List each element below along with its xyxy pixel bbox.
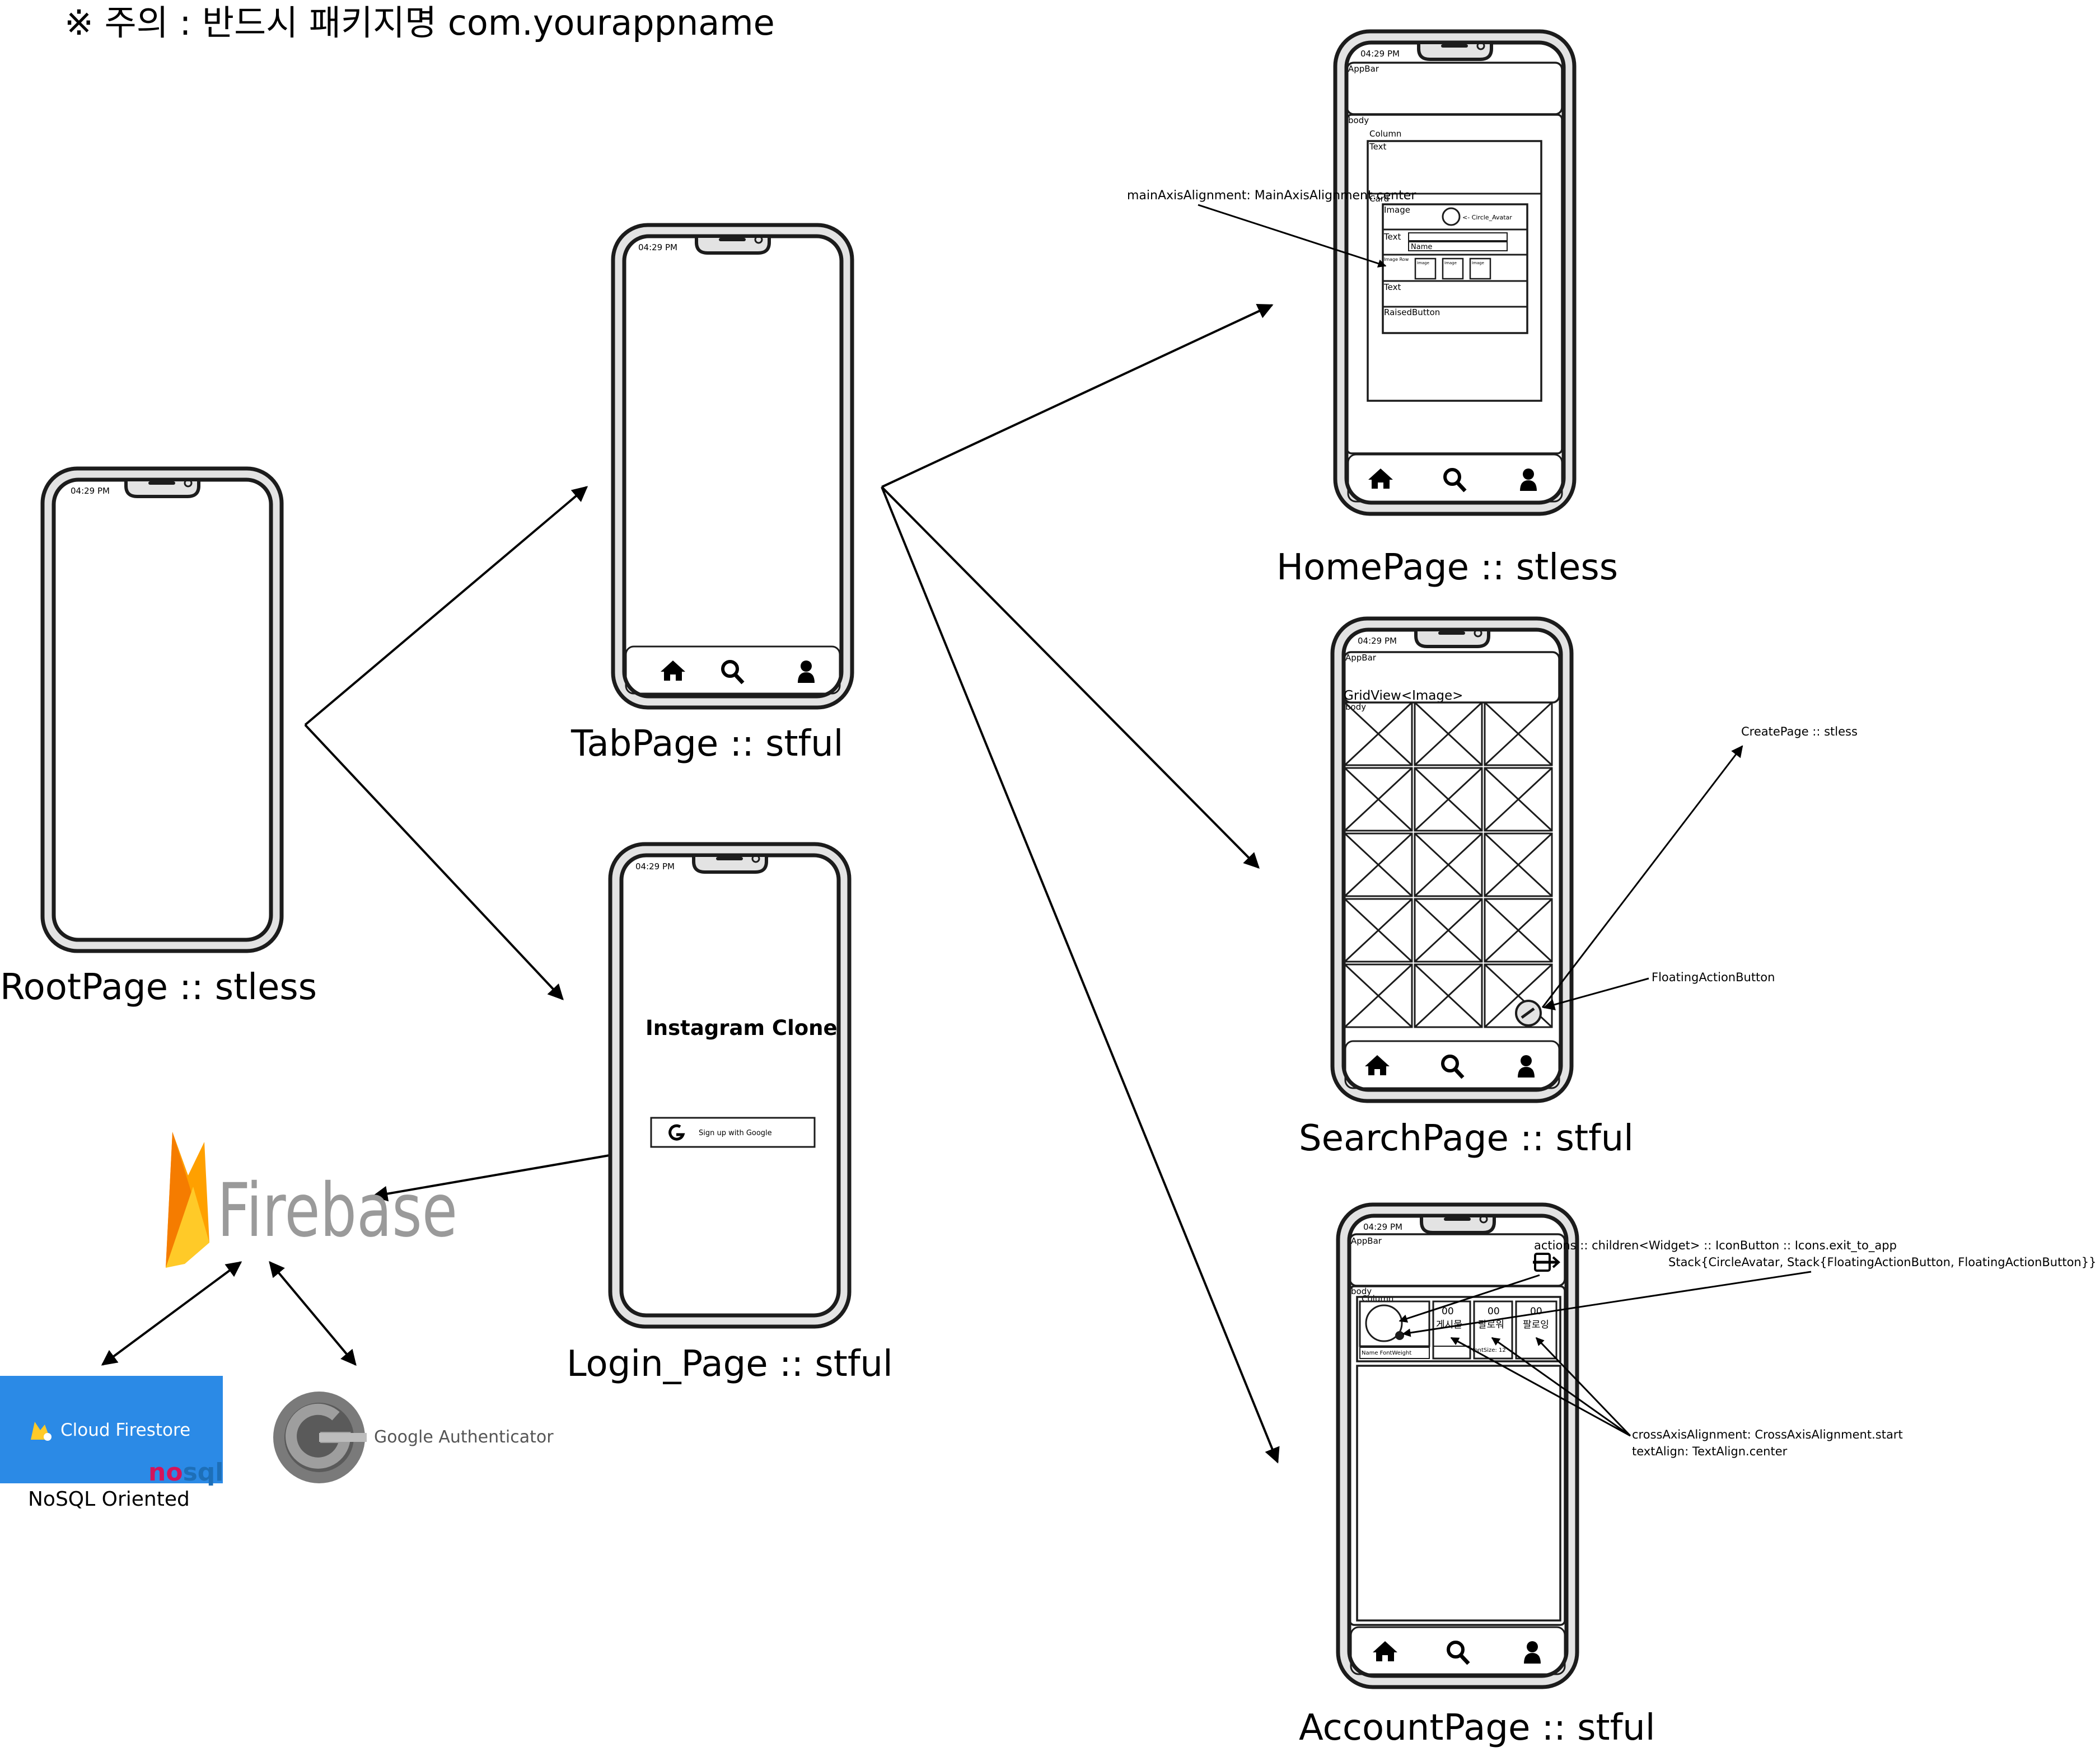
home-icon[interactable]	[1365, 1055, 1390, 1075]
firestore-flame-icon	[31, 1422, 52, 1441]
svg-text:Text: Text	[1369, 142, 1386, 152]
cross-axis-annotation: crossAxisAlignment: CrossAxisAlignment.s…	[1632, 1428, 1903, 1441]
svg-text:GridView<Image>: GridView<Image>	[1344, 688, 1463, 703]
svg-text:04:29 PM: 04:29 PM	[635, 861, 675, 872]
svg-text:body: body	[1351, 1286, 1372, 1296]
svg-text:04:29 PM: 04:29 PM	[1363, 1222, 1402, 1232]
svg-text:Text: Text	[1383, 282, 1401, 292]
svg-text:body: body	[1345, 702, 1366, 712]
svg-text:Text: Text	[1383, 232, 1401, 242]
home-icon[interactable]	[1368, 469, 1393, 489]
root-page-caption: RootPage :: stless	[0, 967, 317, 1008]
svg-text:Cloud Firestore: Cloud Firestore	[60, 1420, 190, 1440]
svg-text:Image Row: Image Row	[1384, 257, 1409, 262]
svg-text:Name FontWeight: Name FontWeight	[1362, 1350, 1411, 1356]
svg-text:Image: Image	[1472, 261, 1484, 265]
svg-text:<- Circle_Avatar: <- Circle_Avatar	[1462, 214, 1512, 221]
svg-text:fontSize: 12: fontSize: 12	[1472, 1347, 1506, 1353]
root-page-phone: 04:29 PM	[40, 466, 284, 953]
svg-text:nosql: nosql	[148, 1458, 223, 1487]
search-page-caption: SearchPage :: stful	[1299, 1118, 1634, 1159]
account-page-caption: AccountPage :: stful	[1299, 1707, 1655, 1749]
svg-text:RaisedButton: RaisedButton	[1384, 307, 1440, 317]
search-icon[interactable]	[1441, 1055, 1465, 1079]
main-axis-annotation: mainAxisAlignment: MainAxisAlignment.cen…	[1127, 189, 1416, 203]
home-page-caption: HomePage :: stless	[1276, 547, 1618, 588]
search-icon[interactable]	[721, 660, 745, 685]
tab-page-caption: TabPage :: stful	[570, 723, 843, 765]
floating-action-button[interactable]	[1515, 1000, 1542, 1027]
actions-annotation: actions :: children<Widget> :: IconButto…	[1534, 1239, 1897, 1253]
home-icon[interactable]	[1373, 1641, 1397, 1661]
header-note: ※ 주의 : 반드시 패키지명 com.yourappname	[64, 2, 775, 43]
person-icon[interactable]	[1520, 469, 1537, 491]
svg-text:Image: Image	[1444, 261, 1457, 265]
create-page-annotation: CreatePage :: stless	[1741, 725, 1858, 738]
svg-text:Name: Name	[1411, 243, 1432, 251]
svg-text:AppBar: AppBar	[1351, 1236, 1382, 1246]
firebase-flame-icon	[166, 1132, 209, 1268]
exit-icon[interactable]	[1533, 1253, 1560, 1272]
firebase-logo: Firebase	[166, 1132, 457, 1268]
person-icon[interactable]	[1524, 1641, 1541, 1664]
svg-text:AppBar: AppBar	[1345, 653, 1377, 663]
text-align-annotation: textAlign: TextAlign.center	[1632, 1445, 1788, 1458]
svg-text:Image: Image	[1384, 205, 1410, 215]
login-title: Instagram Clone	[646, 1016, 838, 1040]
svg-text:00: 00	[1442, 1306, 1454, 1317]
svg-text:04:29 PM: 04:29 PM	[71, 486, 110, 496]
svg-text:04:29 PM: 04:29 PM	[638, 242, 677, 252]
tab-page-phone: 04:29 PM	[611, 223, 854, 710]
search-page-phone: 04:29 PM AppBar GridView<Image> body	[1330, 616, 1574, 1103]
svg-text:AppBar: AppBar	[1348, 64, 1379, 74]
login-page-caption: Login_Page :: stful	[567, 1343, 893, 1385]
svg-text:04:29 PM: 04:29 PM	[1360, 49, 1400, 59]
home-icon[interactable]	[661, 660, 685, 681]
person-icon[interactable]	[1518, 1055, 1535, 1078]
svg-text:Card: Card	[1369, 194, 1389, 204]
svg-text:00: 00	[1488, 1306, 1500, 1317]
search-icon[interactable]	[1447, 1641, 1470, 1665]
home-page-phone: 04:29 PM AppBar body Column Text Card Im…	[1333, 29, 1577, 516]
person-icon[interactable]	[798, 660, 815, 683]
authenticator-label: Google Authenticator	[374, 1427, 554, 1447]
svg-text:Image: Image	[1417, 261, 1429, 265]
login-page-phone: 04:29 PM	[608, 842, 852, 1329]
svg-text:팔로잉: 팔로잉	[1523, 1319, 1549, 1331]
svg-text:00: 00	[1530, 1306, 1542, 1317]
svg-text:body: body	[1348, 115, 1369, 125]
stack-annotation: Stack{CircleAvatar, Stack{FloatingAction…	[1668, 1256, 2096, 1269]
google-signup-button[interactable]: Sign up with Google	[650, 1117, 816, 1148]
svg-text:04:29 PM: 04:29 PM	[1358, 636, 1397, 646]
search-icon[interactable]	[1443, 468, 1467, 493]
authenticator-icon	[273, 1392, 367, 1483]
svg-text:Sign up with Google: Sign up with Google	[699, 1129, 772, 1137]
fab-annotation: FloatingActionButton	[1652, 971, 1775, 984]
svg-text:Firebase: Firebase	[217, 1167, 457, 1253]
svg-text:Column: Column	[1369, 129, 1401, 139]
google-g-icon	[668, 1124, 685, 1141]
nosql-caption: NoSQL Oriented	[28, 1488, 190, 1511]
cloud-firestore-badge: Cloud Firestore nosql	[0, 1376, 223, 1487]
account-page-phone: 04:29 PM AppBar body Column Name FontWei…	[1336, 1202, 1579, 1689]
